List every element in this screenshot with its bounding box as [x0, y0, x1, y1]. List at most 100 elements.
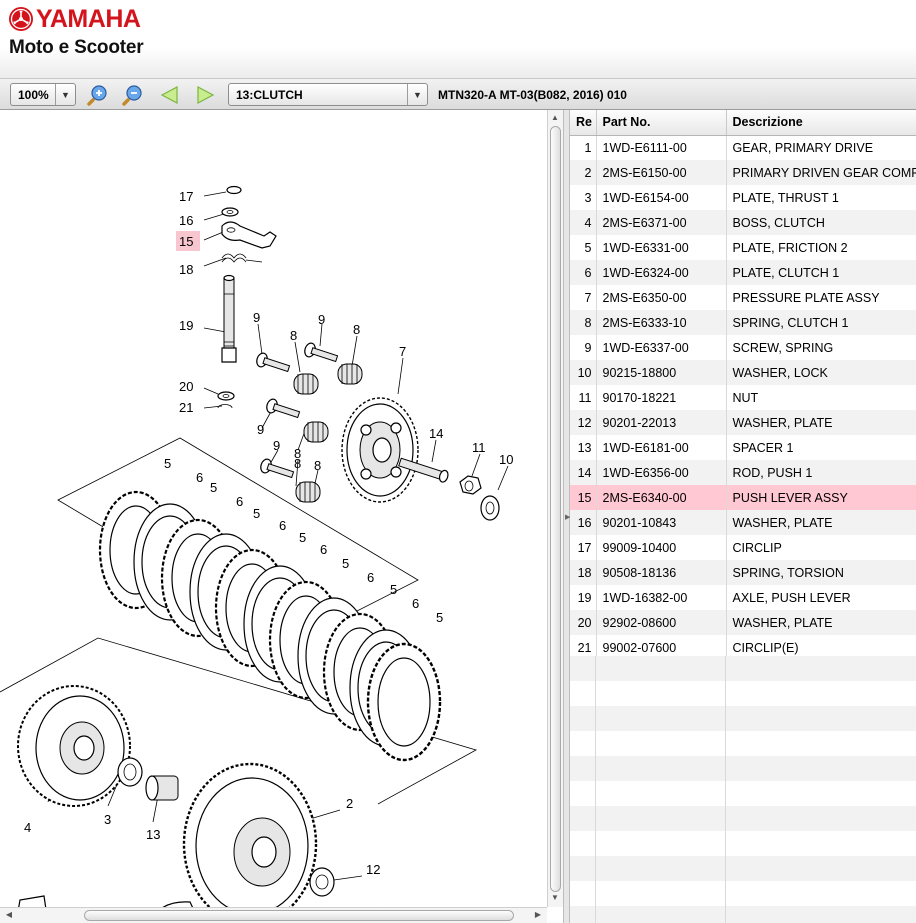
callout-8[interactable]: 8 — [353, 322, 360, 337]
diagram-horizontal-scrollbar[interactable]: ◀ ▶ — [0, 907, 547, 923]
diagram-pane[interactable]: 17 16 15 18 19 20 21 9 8 9 8 7 9 8 14 11… — [0, 110, 563, 923]
zoom-select[interactable]: 100% ▼ — [10, 83, 76, 106]
clutch-boss[interactable] — [17, 685, 131, 807]
callout-9[interactable]: 9 — [318, 312, 325, 327]
callout-6[interactable]: 6 — [412, 596, 419, 611]
chevron-down-icon[interactable]: ▼ — [407, 84, 427, 105]
push-lever-parts[interactable] — [221, 185, 277, 263]
callout-6[interactable]: 6 — [367, 570, 374, 585]
vertical-scroll-thumb[interactable] — [550, 126, 561, 892]
callout-8[interactable]: 8 — [314, 458, 321, 473]
pane-splitter[interactable]: ▶ — [563, 110, 570, 923]
callout-7[interactable]: 7 — [399, 344, 406, 359]
callout-8[interactable]: 8 — [294, 446, 301, 461]
callout-2[interactable]: 2 — [346, 796, 353, 811]
yamaha-logo[interactable]: YAMAHA — [8, 6, 141, 32]
callout-5[interactable]: 5 — [390, 582, 397, 597]
description-cell: BOSS, CLUTCH — [726, 210, 916, 235]
zoom-in-icon[interactable] — [87, 84, 109, 106]
callout-15[interactable]: 15 — [179, 234, 193, 249]
washer-and-circlip[interactable] — [217, 391, 235, 409]
callout-18[interactable]: 18 — [179, 262, 193, 277]
arrow-right-icon[interactable] — [194, 84, 216, 106]
scroll-right-icon[interactable]: ▶ — [534, 910, 542, 919]
callout-6[interactable]: 6 — [196, 470, 203, 485]
column-header-part-no[interactable]: Part No. — [596, 110, 727, 136]
column-header-description[interactable]: Descrizione — [726, 110, 916, 136]
callout-16[interactable]: 16 — [179, 213, 193, 228]
group-select[interactable]: 13:CLUTCH ▼ — [228, 83, 428, 106]
callout-9[interactable]: 9 — [253, 310, 260, 325]
callout-8[interactable]: 8 — [290, 328, 297, 343]
callout-numbers: 17 16 15 18 19 20 21 9 8 9 8 7 9 8 14 11… — [24, 189, 513, 877]
callout-6[interactable]: 6 — [320, 542, 327, 557]
clutch-springs[interactable] — [293, 363, 363, 503]
callout-5[interactable]: 5 — [253, 506, 260, 521]
callout-14[interactable]: 14 — [429, 426, 443, 441]
clutch-plate-stack[interactable] — [98, 490, 442, 762]
callout-12[interactable]: 12 — [366, 862, 380, 877]
chevron-down-icon[interactable]: ▼ — [55, 84, 75, 105]
ref-cell: 1 — [570, 135, 597, 160]
push-rod-nut-washer[interactable] — [398, 456, 500, 521]
callout-6[interactable]: 6 — [236, 494, 243, 509]
callout-20[interactable]: 20 — [179, 379, 193, 394]
callout-5[interactable]: 5 — [342, 556, 349, 571]
push-lever-axle[interactable] — [221, 274, 237, 363]
exploded-parts-diagram[interactable]: 17 16 15 18 19 20 21 9 8 9 8 7 9 8 14 11… — [0, 110, 563, 923]
callout-4[interactable]: 4 — [24, 820, 31, 835]
callout-5[interactable]: 5 — [299, 530, 306, 545]
part-number-cell: 90170-18221 — [596, 385, 727, 410]
horizontal-scroll-thumb[interactable] — [84, 910, 514, 921]
callout-19[interactable]: 19 — [179, 318, 193, 333]
callout-9[interactable]: 9 — [273, 438, 280, 453]
callout-5[interactable]: 5 — [210, 480, 217, 495]
pressure-plate[interactable] — [341, 397, 419, 503]
callout-6[interactable]: 6 — [279, 518, 286, 533]
callout-3[interactable]: 3 — [104, 812, 111, 827]
spring-screws[interactable] — [255, 342, 339, 482]
washer-12[interactable] — [309, 867, 335, 897]
callout-10[interactable]: 10 — [499, 452, 513, 467]
callout-17[interactable]: 17 — [179, 189, 193, 204]
callout-21[interactable]: 21 — [179, 400, 193, 415]
callout-11[interactable]: 11 — [472, 440, 486, 455]
thrust-plate-and-spacer[interactable] — [117, 757, 179, 801]
scroll-left-icon[interactable]: ◀ — [5, 910, 13, 919]
scroll-down-icon[interactable]: ▼ — [551, 893, 559, 902]
arrow-left-icon[interactable] — [159, 84, 181, 106]
scroll-up-icon[interactable]: ▲ — [551, 113, 559, 122]
column-header-ref[interactable]: Re — [570, 110, 597, 136]
callout-8[interactable]: 8 — [294, 456, 301, 471]
primary-driven-gear[interactable] — [182, 762, 318, 923]
table-header-row: Re Part No. Descrizione — [570, 110, 916, 136]
callout-13[interactable]: 13 — [146, 827, 160, 842]
zoom-out-icon[interactable] — [122, 84, 144, 106]
callout-5[interactable]: 5 — [164, 456, 171, 471]
callout-5[interactable]: 5 — [436, 610, 443, 625]
diagram-vertical-scrollbar[interactable]: ▲ ▼ — [547, 110, 563, 907]
callout-9[interactable]: 9 — [257, 422, 264, 437]
splitter-arrow-icon[interactable]: ▶ — [565, 514, 571, 521]
